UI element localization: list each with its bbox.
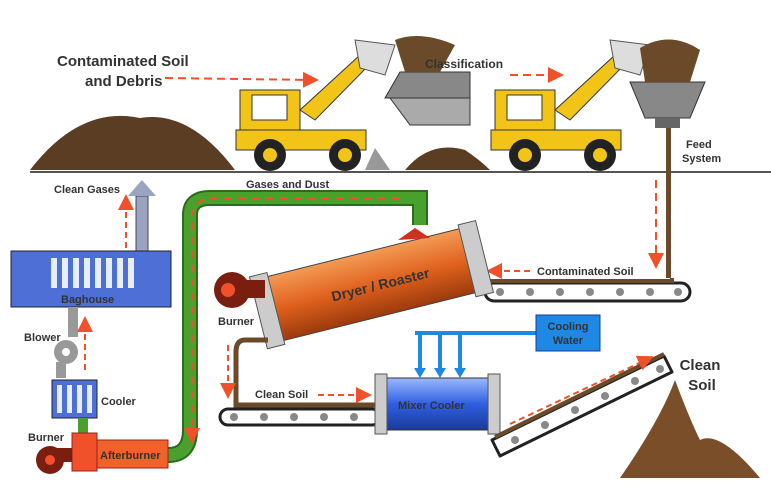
baghouse: Baghouse: [10, 250, 172, 308]
blower: [54, 307, 78, 378]
label-burner-dryer: Burner: [218, 316, 255, 328]
arrow-to-loader: [164, 71, 319, 88]
label-baghouse: Baghouse: [61, 294, 114, 306]
debris-pile: [365, 148, 390, 170]
clean-soil-chute: [233, 337, 375, 408]
clean-soil-pile: [620, 380, 760, 478]
label-contaminated-soil: Contaminated Soil: [57, 53, 189, 70]
label-feed: Feed: [686, 139, 712, 151]
clean-soil-conveyor: [218, 407, 382, 427]
label-cooler: Cooler: [101, 396, 137, 408]
cooler: [51, 379, 98, 433]
gas-duct: [167, 192, 426, 461]
label-classification: Classification: [425, 57, 503, 71]
dryer-burner: [214, 272, 265, 308]
feed-conveyor: [483, 278, 692, 303]
gas-flow-arrow: [184, 197, 400, 444]
label-soil: Soil: [688, 377, 716, 394]
label-clean: Clean: [680, 357, 721, 374]
afterburner: Afterburner: [71, 432, 169, 472]
feed-hopper: [629, 39, 706, 278]
label-blower: Blower: [24, 332, 61, 344]
label-gases-and-dust: Gases and Dust: [246, 179, 329, 191]
label-mixer-cooler: Mixer Cooler: [398, 400, 465, 412]
dryer-exhaust-hood: [398, 228, 430, 240]
label-and-debris: and Debris: [85, 73, 163, 90]
cooling-water-pipes: [414, 331, 536, 378]
mixer-cooler: Mixer Cooler: [374, 373, 501, 435]
soil-pile-classified: [405, 147, 490, 170]
front-loader-1: [235, 39, 396, 171]
stack-arrow-icon: [128, 180, 156, 196]
exhaust-stack: [135, 195, 149, 253]
label-clean-soil-conveyor: Clean Soil: [255, 389, 308, 401]
label-clean-gases: Clean Gases: [54, 184, 120, 196]
arrow-clean-soil-up: [509, 355, 654, 425]
label-burner-afterburner: Burner: [28, 432, 65, 444]
classification-screen: [384, 36, 471, 126]
front-loader-2: [490, 39, 651, 171]
label-water: Water: [553, 335, 584, 347]
cooling-water-box: [535, 314, 601, 352]
label-cooling: Cooling: [548, 321, 589, 333]
label-contaminated-soil-conveyor: Contaminated Soil: [537, 266, 634, 278]
dryer-roaster: Dryer / Roaster: [248, 219, 495, 350]
soil-pile-contaminated: [30, 115, 235, 170]
afterburner-burner: [36, 446, 72, 474]
label-afterburner: Afterburner: [100, 450, 161, 462]
label-system: System: [682, 153, 721, 165]
